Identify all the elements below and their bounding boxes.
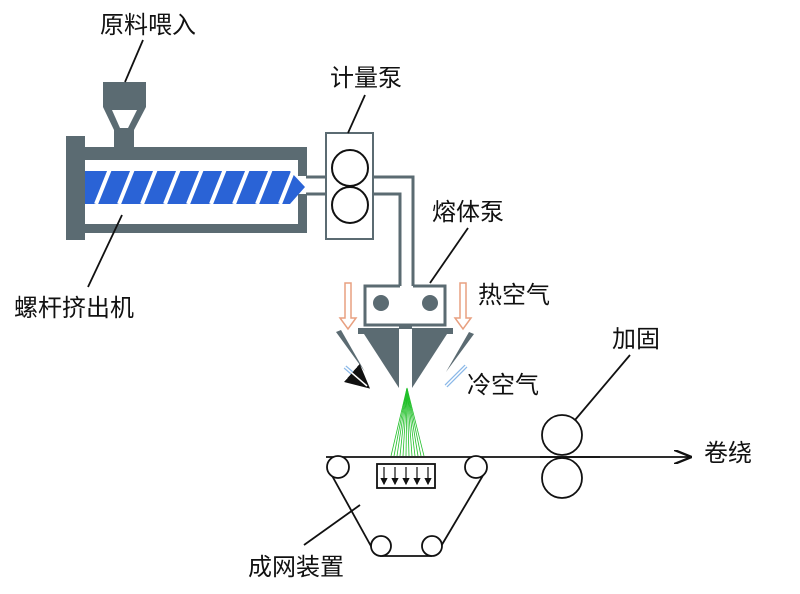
screw-flight	[186, 168, 204, 205]
melt-pump-die	[336, 284, 474, 388]
screw-flight	[232, 168, 250, 205]
fibers	[390, 387, 425, 457]
pipe	[306, 175, 415, 286]
label-hot-air: 热空气	[478, 281, 550, 309]
screw-flight	[163, 168, 181, 205]
fiber	[390, 387, 408, 457]
screw-flight	[255, 168, 273, 205]
label-web-forming: 成网装置	[248, 553, 344, 581]
fiber	[406, 387, 410, 457]
fiber	[406, 387, 413, 457]
fiber	[405, 387, 408, 457]
screw-flight	[117, 168, 135, 205]
fiber	[406, 387, 419, 457]
label-winding: 卷绕	[704, 439, 752, 467]
bonding-rolls	[540, 414, 600, 499]
screw	[85, 168, 305, 205]
fiber	[393, 387, 408, 457]
fiber	[399, 387, 408, 457]
fiber	[406, 387, 422, 457]
hopper	[103, 82, 146, 150]
label-bonding: 加固	[612, 325, 660, 353]
label-metering-pump: 计量泵	[330, 64, 402, 92]
label-extruder: 螺杆挤出机	[14, 294, 134, 322]
label-feed: 原料喂入	[100, 11, 196, 39]
screw-flight	[278, 168, 296, 205]
screw-flight	[140, 168, 158, 205]
hot-air-arrows	[338, 282, 473, 331]
web-forming-device	[326, 456, 690, 557]
leader-lines	[87, 39, 631, 546]
fiber	[396, 387, 408, 457]
screw-flight	[209, 168, 227, 205]
metering-pump	[325, 132, 374, 240]
label-melt-pump: 熔体泵	[432, 198, 504, 226]
label-cold-air: 冷空气	[467, 371, 539, 399]
fiber	[406, 387, 425, 457]
cold-air-arrows	[343, 363, 468, 389]
fiber	[406, 387, 416, 457]
screw-flight	[94, 168, 112, 205]
fiber	[402, 387, 408, 457]
